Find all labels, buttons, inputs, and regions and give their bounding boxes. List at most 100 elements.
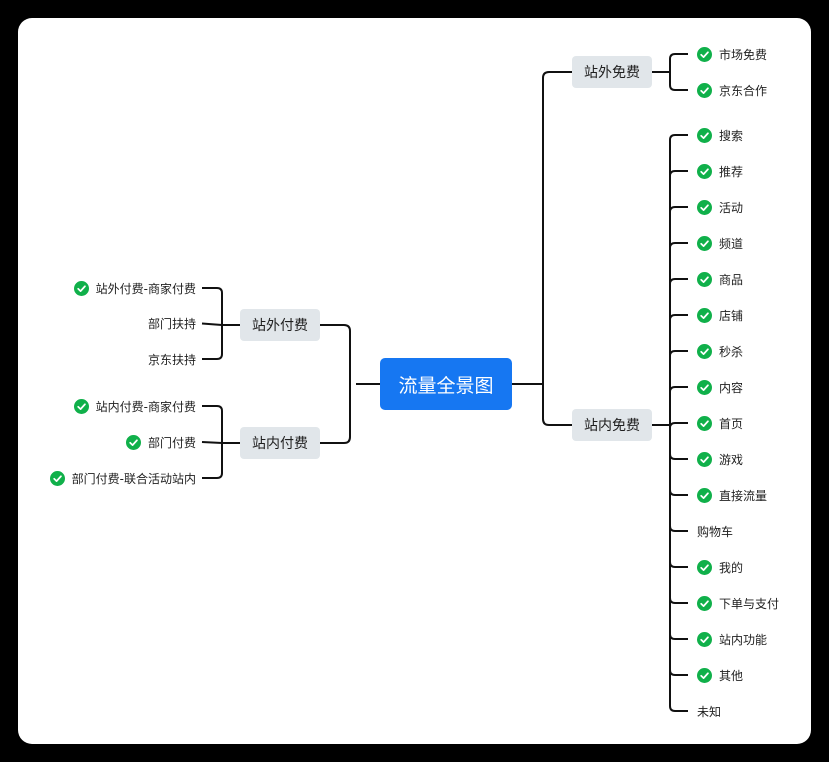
leaf-node[interactable]: 搜索 [697,125,743,145]
leaf-node[interactable]: 站内功能 [697,629,767,649]
leaf-node[interactable]: 我的 [697,557,743,577]
leaf-label: 商品 [719,272,744,287]
check-circle-icon [73,280,89,296]
branch-connector [542,71,572,384]
check-circle-icon [697,307,712,323]
leaf-connector [669,425,688,532]
branch-node-offsite-free-label: 站外免费 [584,65,640,81]
leaf-connector [669,425,688,712]
leaf-label: 频道 [719,236,744,251]
branch-node-offsite-free[interactable]: 站外免费 [572,56,652,88]
leaf-node[interactable]: 京东合作 [697,80,767,100]
leaf-node[interactable]: 其他 [697,665,743,685]
leaf-label: 站内功能 [719,632,768,647]
leaf-connector [669,425,688,460]
check-circle-icon [697,595,712,611]
leaf-node[interactable]: 部门扶持 [148,314,196,334]
leaf-node[interactable]: 部门付费-联合活动站内 [49,468,196,488]
leaf-label: 部门付费 [147,435,196,450]
leaf-connector [669,422,688,429]
check-circle-icon [697,379,712,395]
check-circle-icon [697,163,712,179]
leaf-node[interactable]: 内容 [697,377,743,397]
leaf-label: 游戏 [719,452,744,467]
leaf-label: 秒杀 [719,344,744,359]
leaf-connector [669,170,688,425]
leaf-label: 直接流量 [719,488,768,503]
root-node-label: 流量全景图 [398,374,494,397]
branch-node-onsite-paid[interactable]: 站内付费 [240,427,320,459]
leaf-node[interactable]: 部门付费 [125,432,196,452]
leaf-label: 搜索 [719,128,744,143]
leaf-connector [669,53,688,72]
leaf-node[interactable]: 市场免费 [697,44,767,64]
leaf-node[interactable]: 京东扶持 [148,349,196,369]
check-circle-icon [697,667,712,683]
leaf-connector [669,425,688,604]
leaf-label: 下单与支付 [719,596,780,611]
branch-node-offsite-paid[interactable]: 站外付费 [240,309,320,341]
leaf-node[interactable]: 推荐 [697,161,743,181]
leaf-label: 推荐 [719,164,744,179]
leaf-node[interactable]: 秒杀 [697,341,743,361]
check-circle-icon [697,631,712,647]
branch-node-onsite-paid-label: 站内付费 [252,436,308,452]
leaf-label: 店铺 [719,308,744,323]
check-circle-icon [697,487,712,503]
leaf-label: 其他 [719,668,744,683]
leaf-label: 我的 [719,560,744,575]
leaf-label: 站外付费-商家付费 [95,281,196,296]
leaf-label: 站内付费-商家付费 [95,399,196,414]
check-circle-icon [697,271,712,287]
check-circle-icon [697,82,712,98]
check-circle-icon [697,127,712,143]
leaf-label: 活动 [719,200,744,215]
branch-node-offsite-paid-label: 站外付费 [252,318,308,334]
branch-connector [320,324,351,384]
leaf-node[interactable]: 站内付费-商家付费 [73,396,196,416]
leaf-connector [202,405,223,443]
leaf-label: 未知 [697,704,722,719]
leaf-node[interactable]: 活动 [697,197,743,217]
leaf-node[interactable]: 商品 [697,269,743,289]
leaf-label: 部门扶持 [147,317,196,331]
connector-lines [201,53,688,712]
mindmap-canvas: 流量全景图 站外付费 站外付费-商家付费部门扶持京东扶持站内付费 站内付费-商家付费部… [18,18,811,744]
leaf-connector [669,386,688,425]
branch-connector [320,384,351,444]
leaf-node[interactable]: 游戏 [697,449,743,469]
check-circle-icon [125,434,141,450]
leaf-node[interactable]: 首页 [697,413,743,433]
leaf-label: 京东扶持 [147,352,196,367]
leaf-node[interactable]: 未知 [697,701,721,721]
leaf-connector [669,134,688,425]
check-circle-icon [697,46,712,62]
leaf-node[interactable]: 站外付费-商家付费 [73,278,196,298]
branch-node-onsite-free[interactable]: 站内免费 [572,409,652,441]
leaf-connector [201,441,223,444]
leaf-label: 购物车 [697,524,734,539]
check-circle-icon [697,415,712,431]
leaf-node[interactable]: 直接流量 [697,485,767,505]
check-circle-icon [697,559,712,575]
branch-connector [542,384,572,426]
check-circle-icon [697,199,712,215]
leaf-node[interactable]: 下单与支付 [697,593,779,613]
leaf-label: 京东合作 [719,83,768,98]
leaf-node[interactable]: 频道 [697,233,743,253]
leaf-connector [669,278,688,425]
leaf-connector [669,242,688,425]
leaf-connector [202,325,223,360]
leaf-connector [201,322,223,326]
check-circle-icon [73,398,89,414]
leaf-connector [202,287,223,325]
leaf-connector [669,314,688,425]
check-circle-icon [49,470,65,486]
leaf-connector [669,350,688,425]
leaf-label: 内容 [719,380,744,395]
leaf-node[interactable]: 店铺 [697,305,743,325]
leaf-connector [669,72,688,91]
leaf-node[interactable]: 购物车 [697,521,733,541]
leaf-connector [669,206,688,425]
root-node[interactable]: 流量全景图 [380,358,512,410]
